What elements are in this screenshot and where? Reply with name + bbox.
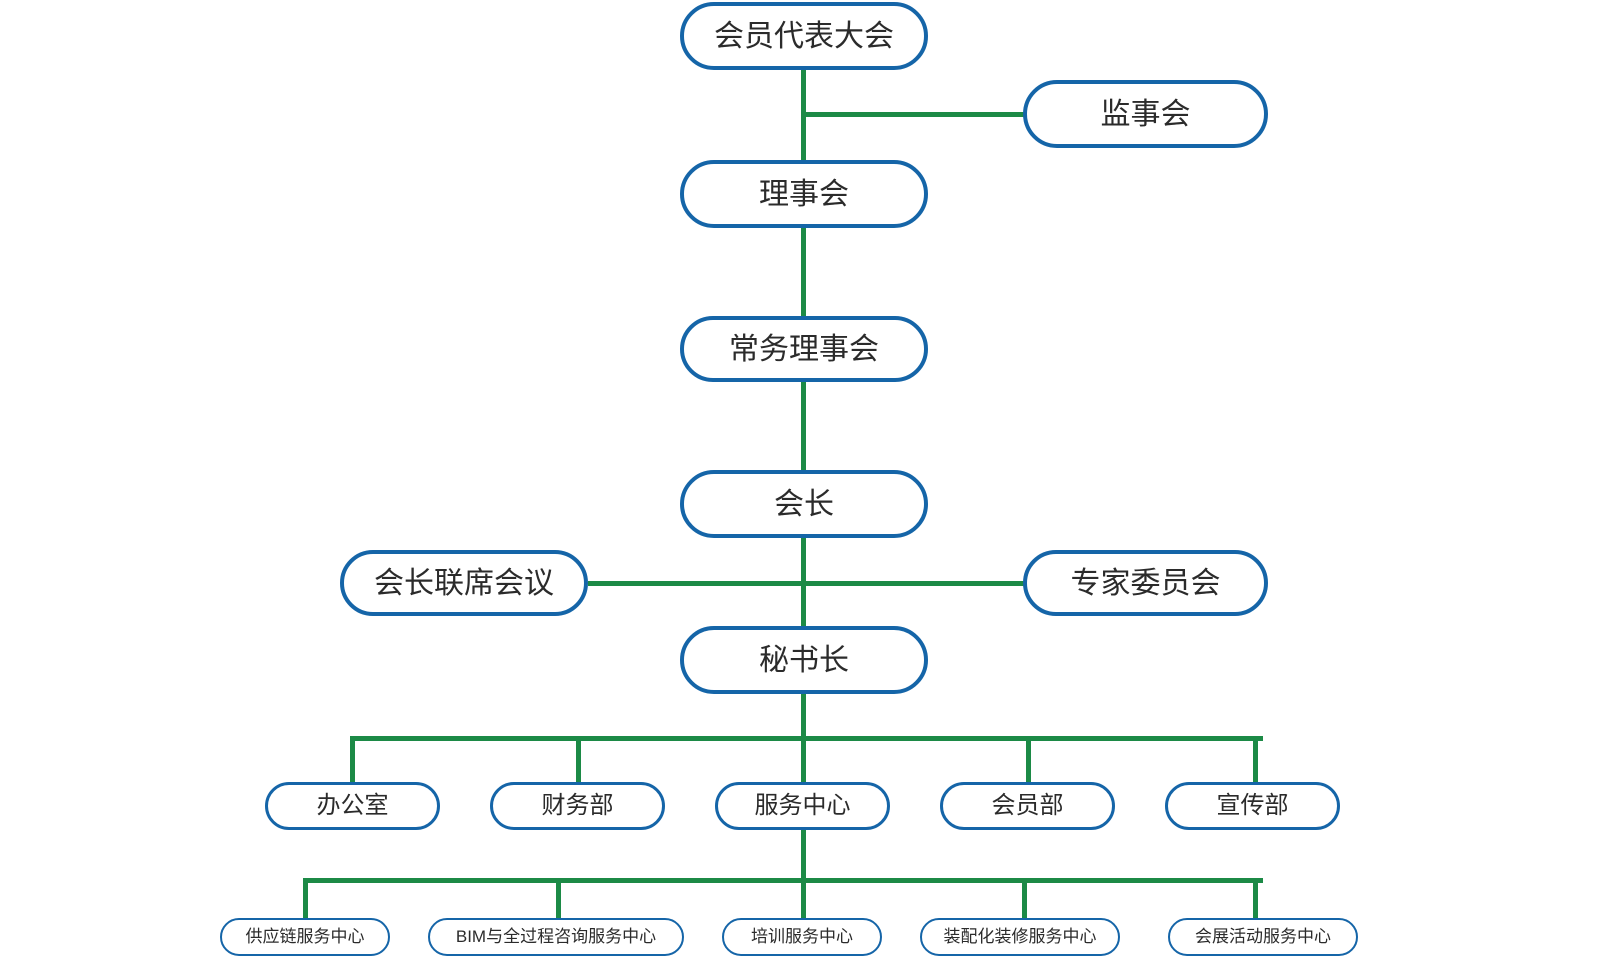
node-service-bim-consulting[interactable]: BIM与全过程咨询服务中心 — [428, 918, 684, 956]
node-standing-council[interactable]: 常务理事会 — [680, 316, 928, 382]
node-department-finance[interactable]: 财务部 — [490, 782, 665, 830]
connector-service-center-to-service-bus — [801, 828, 806, 882]
connector-drop-prefab-decoration — [1022, 878, 1027, 918]
node-service-exhibition[interactable]: 会展活动服务中心 — [1168, 918, 1358, 956]
connector-drop-bim — [556, 878, 561, 918]
connector-drop-membership — [1026, 736, 1031, 784]
node-expert-committee[interactable]: 专家委员会 — [1023, 550, 1268, 616]
node-president-joint-meeting[interactable]: 会长联席会议 — [340, 550, 588, 616]
department-bus — [352, 736, 1263, 741]
node-president[interactable]: 会长 — [680, 470, 928, 538]
node-service-training[interactable]: 培训服务中心 — [722, 918, 882, 956]
connector-drop-exhibition — [1253, 878, 1258, 918]
connector-standing-council-to-president — [801, 382, 806, 474]
node-service-supply-chain[interactable]: 供应链服务中心 — [220, 918, 390, 956]
node-member-assembly[interactable]: 会员代表大会 — [680, 2, 928, 70]
connector-drop-office — [350, 736, 355, 784]
connector-secretary-general-to-department-bus — [801, 692, 806, 740]
node-department-office[interactable]: 办公室 — [265, 782, 440, 830]
service-center-bus — [305, 878, 1263, 883]
connector-council-to-standing-council — [801, 228, 806, 318]
node-service-prefab-decoration[interactable]: 装配化装修服务中心 — [920, 918, 1120, 956]
connector-drop-training — [801, 878, 806, 918]
connector-drop-service-center — [801, 736, 806, 784]
connector-drop-supply-chain — [303, 878, 308, 918]
connector-drop-finance — [576, 736, 581, 784]
connector-drop-publicity — [1253, 736, 1258, 784]
connector-president-joint-meeting — [588, 581, 804, 586]
node-supervisory-board[interactable]: 监事会 — [1023, 80, 1268, 148]
connector-expert-committee — [801, 581, 1025, 586]
node-department-publicity[interactable]: 宣传部 — [1165, 782, 1340, 830]
connector-assembly-to-supervisory — [801, 112, 1025, 117]
node-department-service-center[interactable]: 服务中心 — [715, 782, 890, 830]
node-department-membership[interactable]: 会员部 — [940, 782, 1115, 830]
node-council[interactable]: 理事会 — [680, 160, 928, 228]
node-secretary-general[interactable]: 秘书长 — [680, 626, 928, 694]
